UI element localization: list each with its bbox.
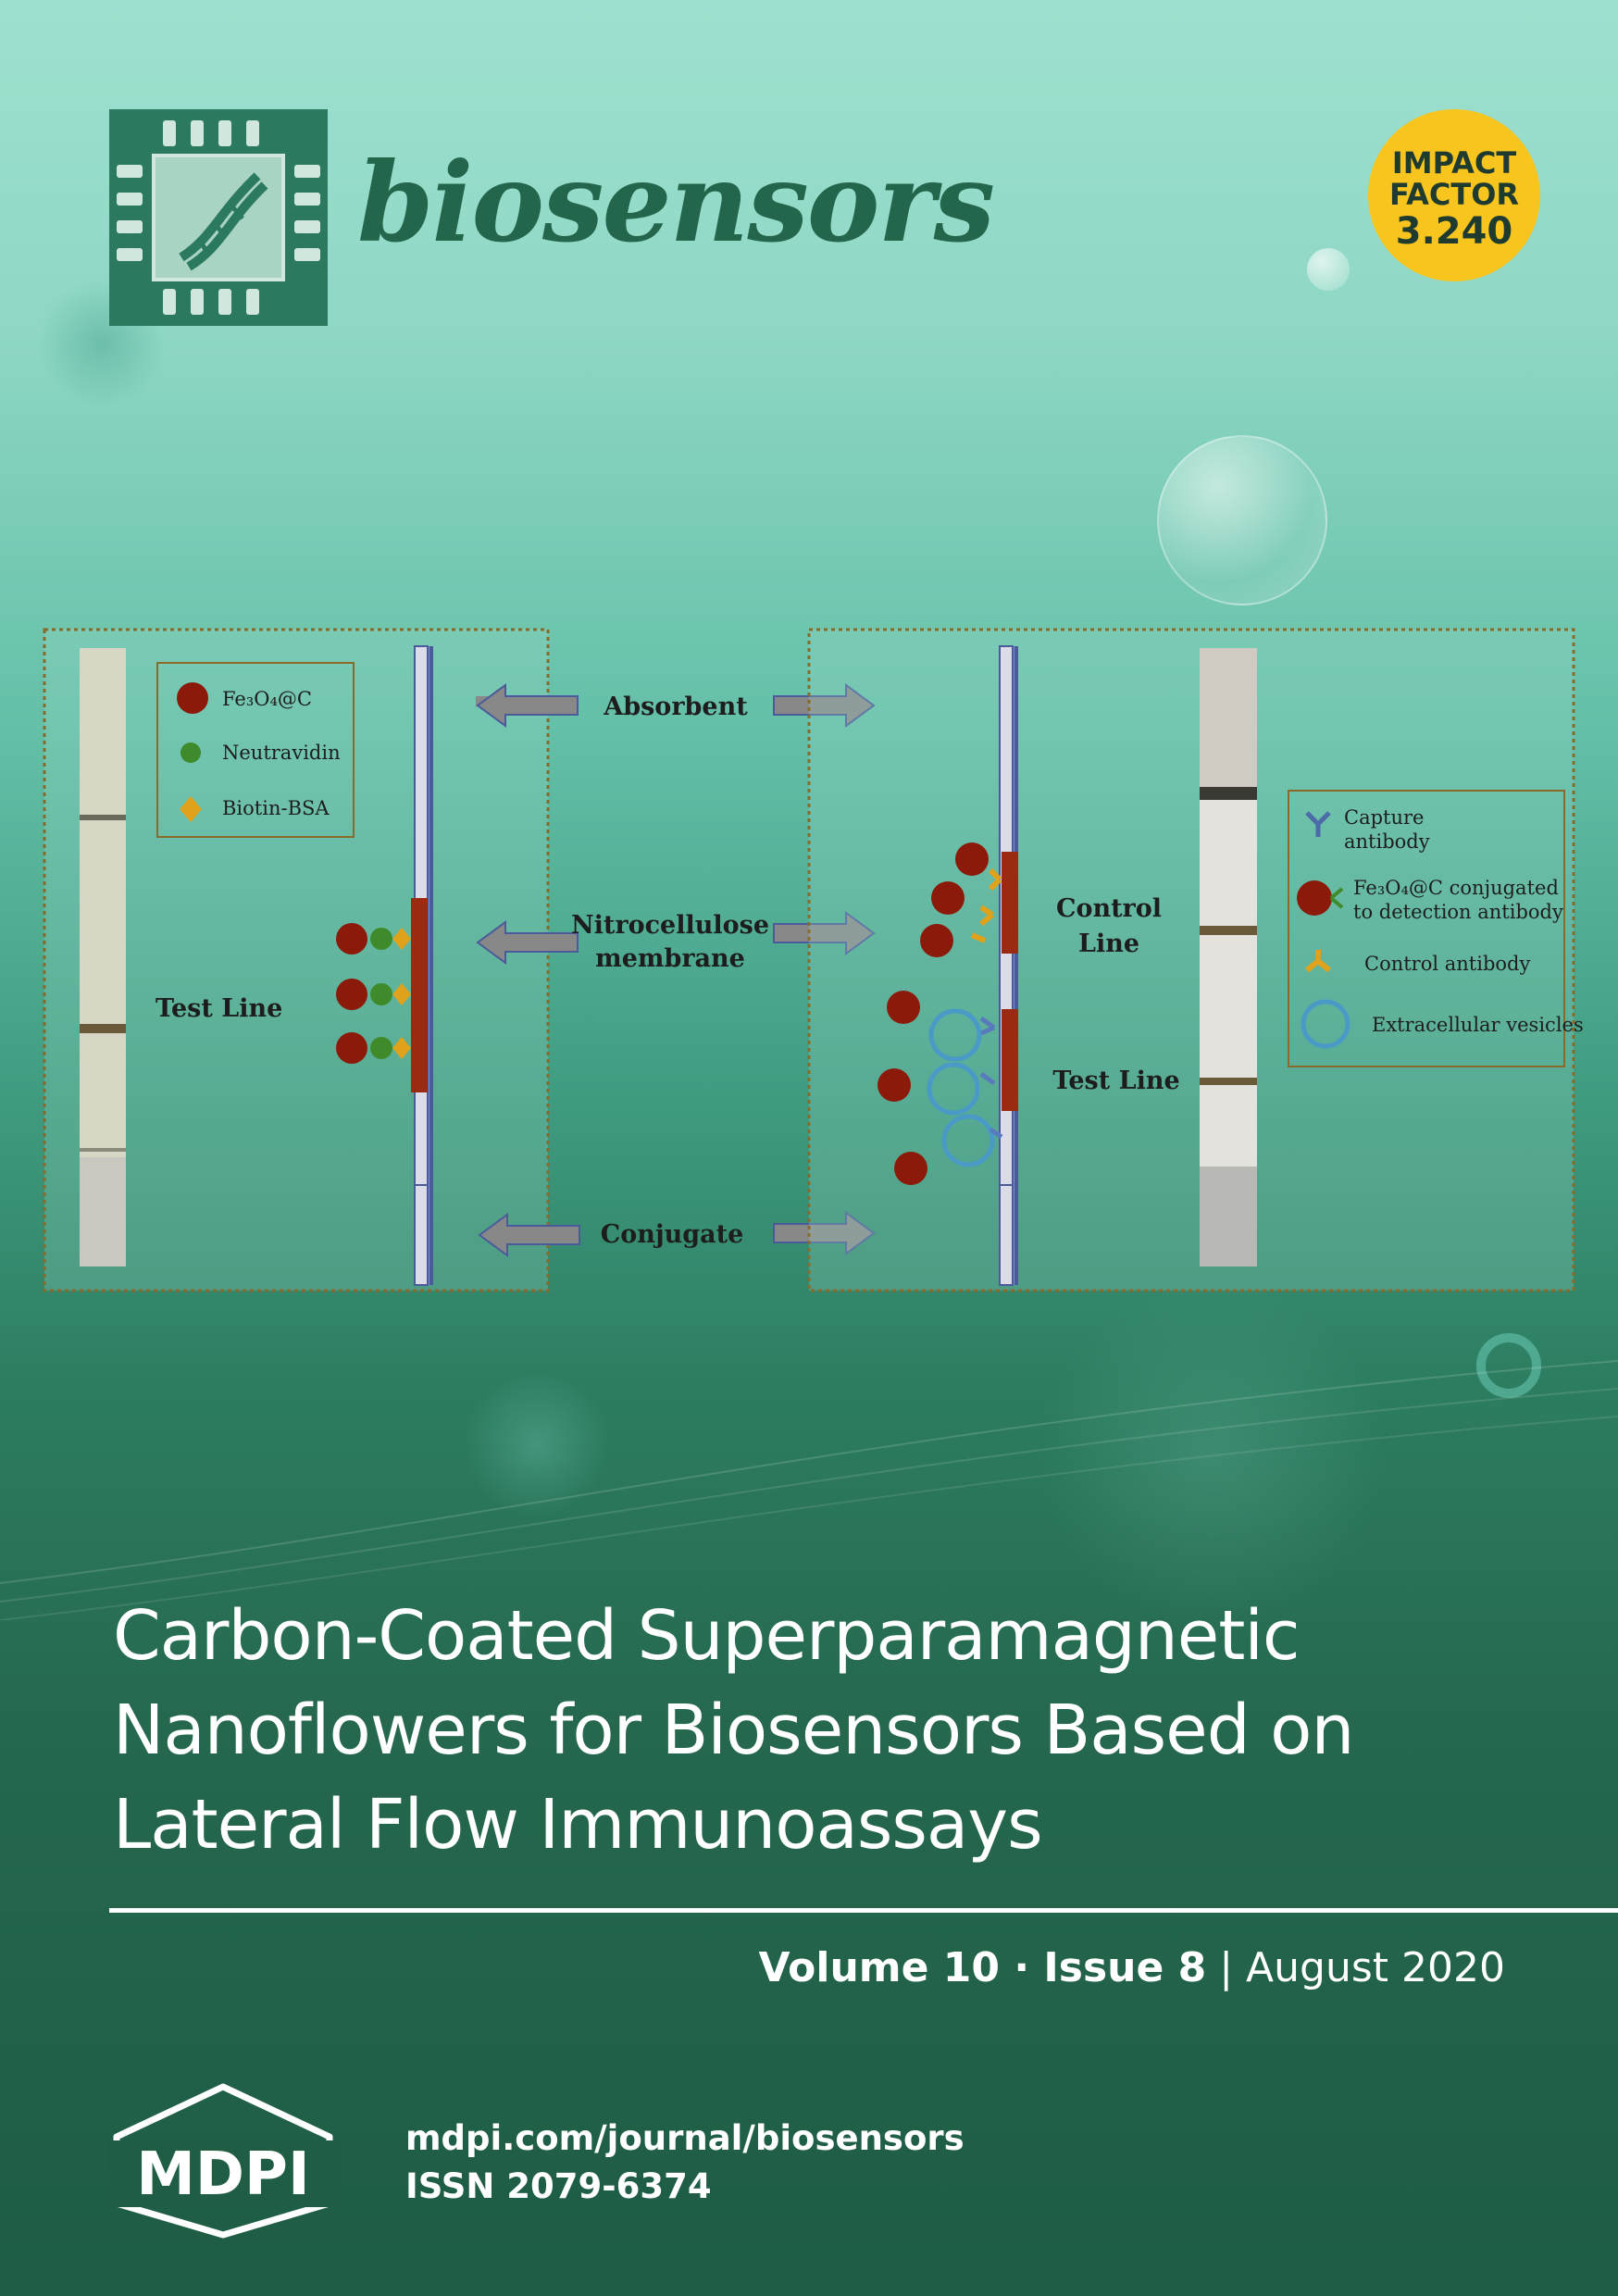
capture-antibody-icon (1305, 811, 1331, 837)
control-line-label: Line (1078, 930, 1139, 958)
conjugate-label: Conjugate (601, 1220, 744, 1249)
impact-factor-value: 3.240 (1395, 210, 1513, 253)
right-legend-box (1288, 790, 1565, 1067)
biotin-bsa-icon (180, 796, 202, 822)
fe3o4-particle-icon (177, 682, 208, 714)
issue-date: August 2020 (1246, 1944, 1505, 1991)
article-title-line: Nanoflowers for Biosensors Based on (113, 1691, 1354, 1770)
impact-factor-label: IMPACT (1391, 145, 1517, 181)
right-panel-frame (807, 628, 1575, 1292)
arrow-right-icon (773, 683, 876, 728)
legend-item: Fe₃O₄@C (222, 688, 312, 710)
impact-factor-label: FACTOR (1388, 177, 1520, 212)
vesicle-icon (1301, 999, 1350, 1049)
issn-number: ISSN 2079-6374 (405, 2166, 712, 2206)
nitrocellulose-label: membrane (595, 944, 745, 973)
wave-lines-decoration (0, 1360, 1618, 1620)
issue-dot: · (1000, 1944, 1044, 1991)
journal-logo (109, 109, 328, 326)
issue-label: Issue 8 (1043, 1944, 1207, 1991)
legend-item: to detection antibody (1353, 901, 1563, 923)
fe3o4-particle-icon (887, 991, 920, 1024)
vesicle-icon (941, 1114, 995, 1167)
left-legend-box (156, 662, 355, 838)
arrow-left-icon (478, 1213, 580, 1257)
fe3o4-particle-icon (336, 1032, 367, 1064)
mdpi-logo: MDPI (107, 2083, 339, 2239)
legend-item: antibody (1344, 830, 1430, 853)
nitrocellulose-label: Nitrocellulose (571, 911, 769, 940)
legend-item: Extracellular vesicles (1372, 1014, 1584, 1036)
journal-name: biosensors (357, 138, 995, 267)
arrow-right-icon (773, 1211, 876, 1255)
control-line-pad (1002, 852, 1018, 954)
left-test-line-label: Test Line (156, 994, 282, 1023)
legend-item: Capture (1344, 806, 1424, 829)
mdpi-logo-text: MDPI (136, 2140, 310, 2209)
control-line-label: Control (1056, 894, 1162, 923)
fe3o4-particle-icon (894, 1152, 927, 1185)
cover-figure: Fe₃O₄@C Neutravidin Biotin-BSA Test Line… (43, 628, 1584, 1292)
absorbent-label: Absorbent (603, 693, 748, 721)
fe3o4-particle-icon (877, 1068, 911, 1102)
arrow-right-icon (773, 911, 876, 955)
vesicle-icon (928, 1008, 982, 1062)
volume-label: Volume 10 (758, 1944, 1001, 1991)
fe3o4-particle-icon (336, 979, 367, 1010)
bubble-decoration (1157, 435, 1327, 605)
left-panel-frame (43, 628, 550, 1292)
fe3o4-particle-icon (955, 842, 989, 876)
neutravidin-icon (180, 742, 201, 763)
legend-item: Biotin-BSA (222, 797, 330, 819)
article-title-line: Lateral Flow Immunoassays (113, 1785, 1043, 1865)
journal-url: mdpi.com/journal/biosensors (405, 2118, 965, 2158)
legend-item: Fe₃O₄@C conjugated (1353, 877, 1559, 899)
legend-item: Neutravidin (222, 742, 341, 764)
chip-dna-icon (117, 120, 320, 315)
bubble-decoration (463, 1370, 611, 1518)
control-antibody-icon (1305, 950, 1331, 973)
arrow-left-icon (476, 920, 579, 965)
article-title: Carbon-Coated Superparamagnetic Nanoflow… (113, 1589, 1557, 1872)
fe3o4-conjugated-icon (1297, 880, 1332, 916)
bubble-decoration (1476, 1333, 1541, 1398)
right-test-line-label: Test Line (1052, 1067, 1179, 1095)
issue-info: Volume 10 · Issue 8 | August 2020 (759, 1944, 1506, 1991)
arrow-left-icon (476, 683, 579, 728)
fe3o4-particle-icon (920, 924, 953, 957)
legend-item: Control antibody (1364, 953, 1530, 975)
bubble-decoration (1037, 1278, 1388, 1629)
fe3o4-particle-icon (336, 923, 367, 955)
test-line-pad (1002, 1009, 1018, 1111)
divider-rule (109, 1908, 1618, 1913)
vesicle-icon (927, 1062, 980, 1116)
impact-factor-badge: IMPACT FACTOR 3.240 (1368, 109, 1540, 281)
left-test-pad (411, 898, 428, 1092)
bubble-decoration (1307, 248, 1350, 291)
article-title-line: Carbon-Coated Superparamagnetic (113, 1596, 1301, 1676)
issue-separator: | (1206, 1944, 1247, 1991)
fe3o4-particle-icon (931, 881, 965, 915)
